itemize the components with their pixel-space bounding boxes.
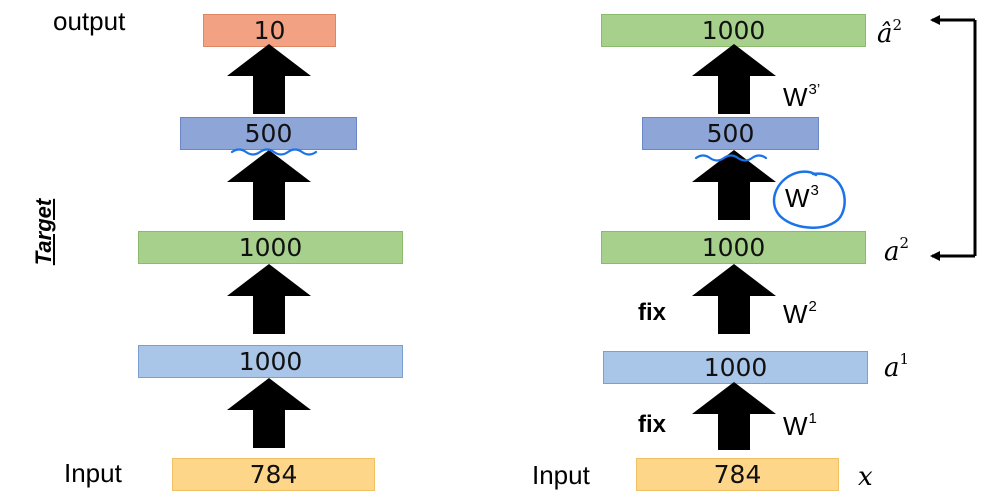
squiggle-left: [230, 148, 318, 156]
w3-circle: [772, 170, 846, 229]
output-label: output: [53, 6, 126, 36]
weight-w3-prime: W3’: [783, 81, 821, 112]
hidden-layer-3: 500: [180, 117, 357, 150]
a2-label: a2: [884, 234, 910, 267]
hidden-layer-1: 1000: [138, 345, 403, 378]
a2-hat-label: â2: [877, 16, 903, 49]
up-arrow-left-3: [227, 150, 311, 220]
input-layer-size: 784: [249, 460, 298, 489]
hidden-layer-2: 1000: [138, 231, 403, 264]
squiggle-right: [694, 154, 768, 162]
a1-label: a1: [884, 350, 910, 383]
hidden-layer-3-size: 500: [244, 119, 293, 148]
a1-layer: 1000: [603, 351, 868, 384]
fix-label-upper: fix: [638, 299, 667, 326]
up-arrow-left-1: [227, 378, 311, 448]
weight-w3: W3: [785, 182, 819, 213]
input-layer-right: 784: [636, 458, 839, 491]
weight-w2: W2: [783, 298, 817, 329]
up-arrow-right-2: [692, 264, 776, 334]
input-layer-right-size: 784: [713, 460, 762, 489]
fix-label-lower: fix: [638, 411, 667, 438]
up-arrow-right-4: [692, 44, 776, 114]
up-arrow-right-1: [692, 382, 776, 450]
x-label: x: [858, 462, 873, 492]
output-layer-size: 10: [253, 16, 286, 45]
output-layer: 10: [203, 14, 336, 47]
a1-layer-size: 1000: [703, 353, 768, 382]
a2-layer: 1000: [601, 231, 866, 264]
hidden-layer-2-size: 1000: [238, 233, 303, 262]
reconstruction-layer-size: 1000: [701, 16, 766, 45]
hidden-layer-1-size: 1000: [238, 347, 303, 376]
input-layer: 784: [172, 458, 375, 491]
weight-w1: W1: [783, 410, 817, 441]
reconstruction-layer: 1000: [601, 14, 866, 47]
input-label: Input: [64, 458, 122, 488]
a2-layer-size: 1000: [701, 233, 766, 262]
bottleneck-layer-size: 500: [706, 119, 755, 148]
up-arrow-right-3: [692, 150, 776, 220]
input-label-right: Input: [532, 460, 590, 490]
up-arrow-left-2: [227, 264, 311, 334]
up-arrow-left-4: [227, 44, 311, 114]
bottleneck-layer: 500: [642, 117, 819, 150]
